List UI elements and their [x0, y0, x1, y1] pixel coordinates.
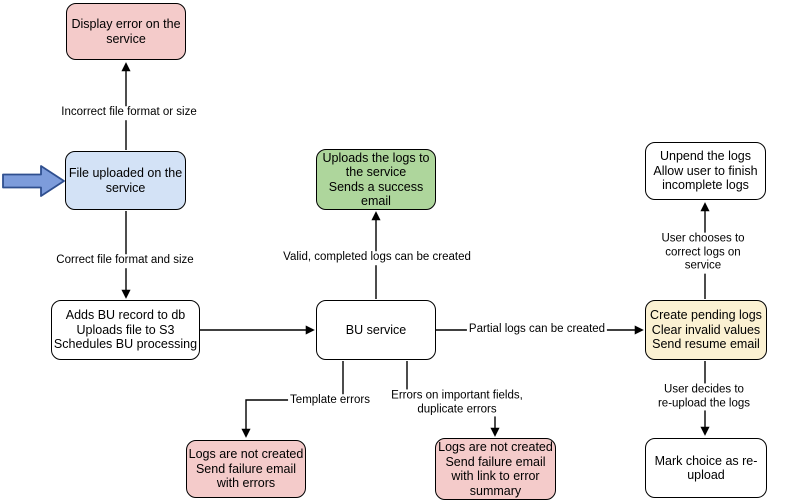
- node-adds-bu-record-text: Adds BU record to db Uploads file to S3 …: [53, 308, 198, 352]
- input-arrow-icon: [2, 165, 65, 197]
- node-create-pending-text: Create pending logs Clear invalid values…: [650, 308, 762, 352]
- node-uploads-logs-text: Uploads the logs to the service Sends a …: [322, 150, 430, 209]
- node-fail-with-errors: Logs are not created Send failure email …: [186, 440, 306, 498]
- edge-label-incorrect-format: Incorrect file format or size: [59, 106, 199, 120]
- node-fail-with-summary: Logs are not created Send failure email …: [435, 438, 556, 500]
- node-unpend-logs-text: Unpend the logs Allow user to finish inc…: [653, 149, 758, 193]
- node-uploads-logs: Uploads the logs to the service Sends a …: [316, 149, 436, 210]
- node-bu-service: BU service: [316, 300, 436, 360]
- node-mark-choice-text: Mark choice as re- upload: [654, 453, 758, 483]
- edge-label-correct-format: Correct file format and size: [54, 254, 196, 268]
- node-unpend-logs: Unpend the logs Allow user to finish inc…: [645, 142, 766, 200]
- node-mark-choice: Mark choice as re- upload: [645, 438, 767, 498]
- edge-label-valid-logs: Valid, completed logs can be created: [281, 251, 473, 265]
- edge-label-partial-logs: Partial logs can be created: [466, 323, 608, 337]
- edge-label-important-fields: Errors on important fields, duplicate er…: [389, 389, 525, 417]
- edge-label-correct-on-service: User chooses to correct logs on service: [654, 232, 752, 274]
- edge-label-template-errors: Template errors: [288, 394, 372, 408]
- node-adds-bu-record: Adds BU record to db Uploads file to S3 …: [51, 300, 200, 360]
- node-display-error: Display error on the service: [66, 3, 186, 60]
- node-display-error-text: Display error on the service: [71, 17, 181, 46]
- node-create-pending: Create pending logs Clear invalid values…: [645, 300, 767, 360]
- node-fail-with-summary-text: Logs are not created Send failure email …: [438, 440, 553, 498]
- node-file-uploaded: File uploaded on the service: [65, 151, 186, 210]
- node-fail-with-errors-text: Logs are not created Send failure email …: [188, 447, 304, 491]
- node-file-uploaded-text: File uploaded on the service: [68, 166, 183, 195]
- edge-label-reupload: User decides to re-upload the logs: [655, 383, 753, 411]
- node-bu-service-text: BU service: [345, 322, 407, 337]
